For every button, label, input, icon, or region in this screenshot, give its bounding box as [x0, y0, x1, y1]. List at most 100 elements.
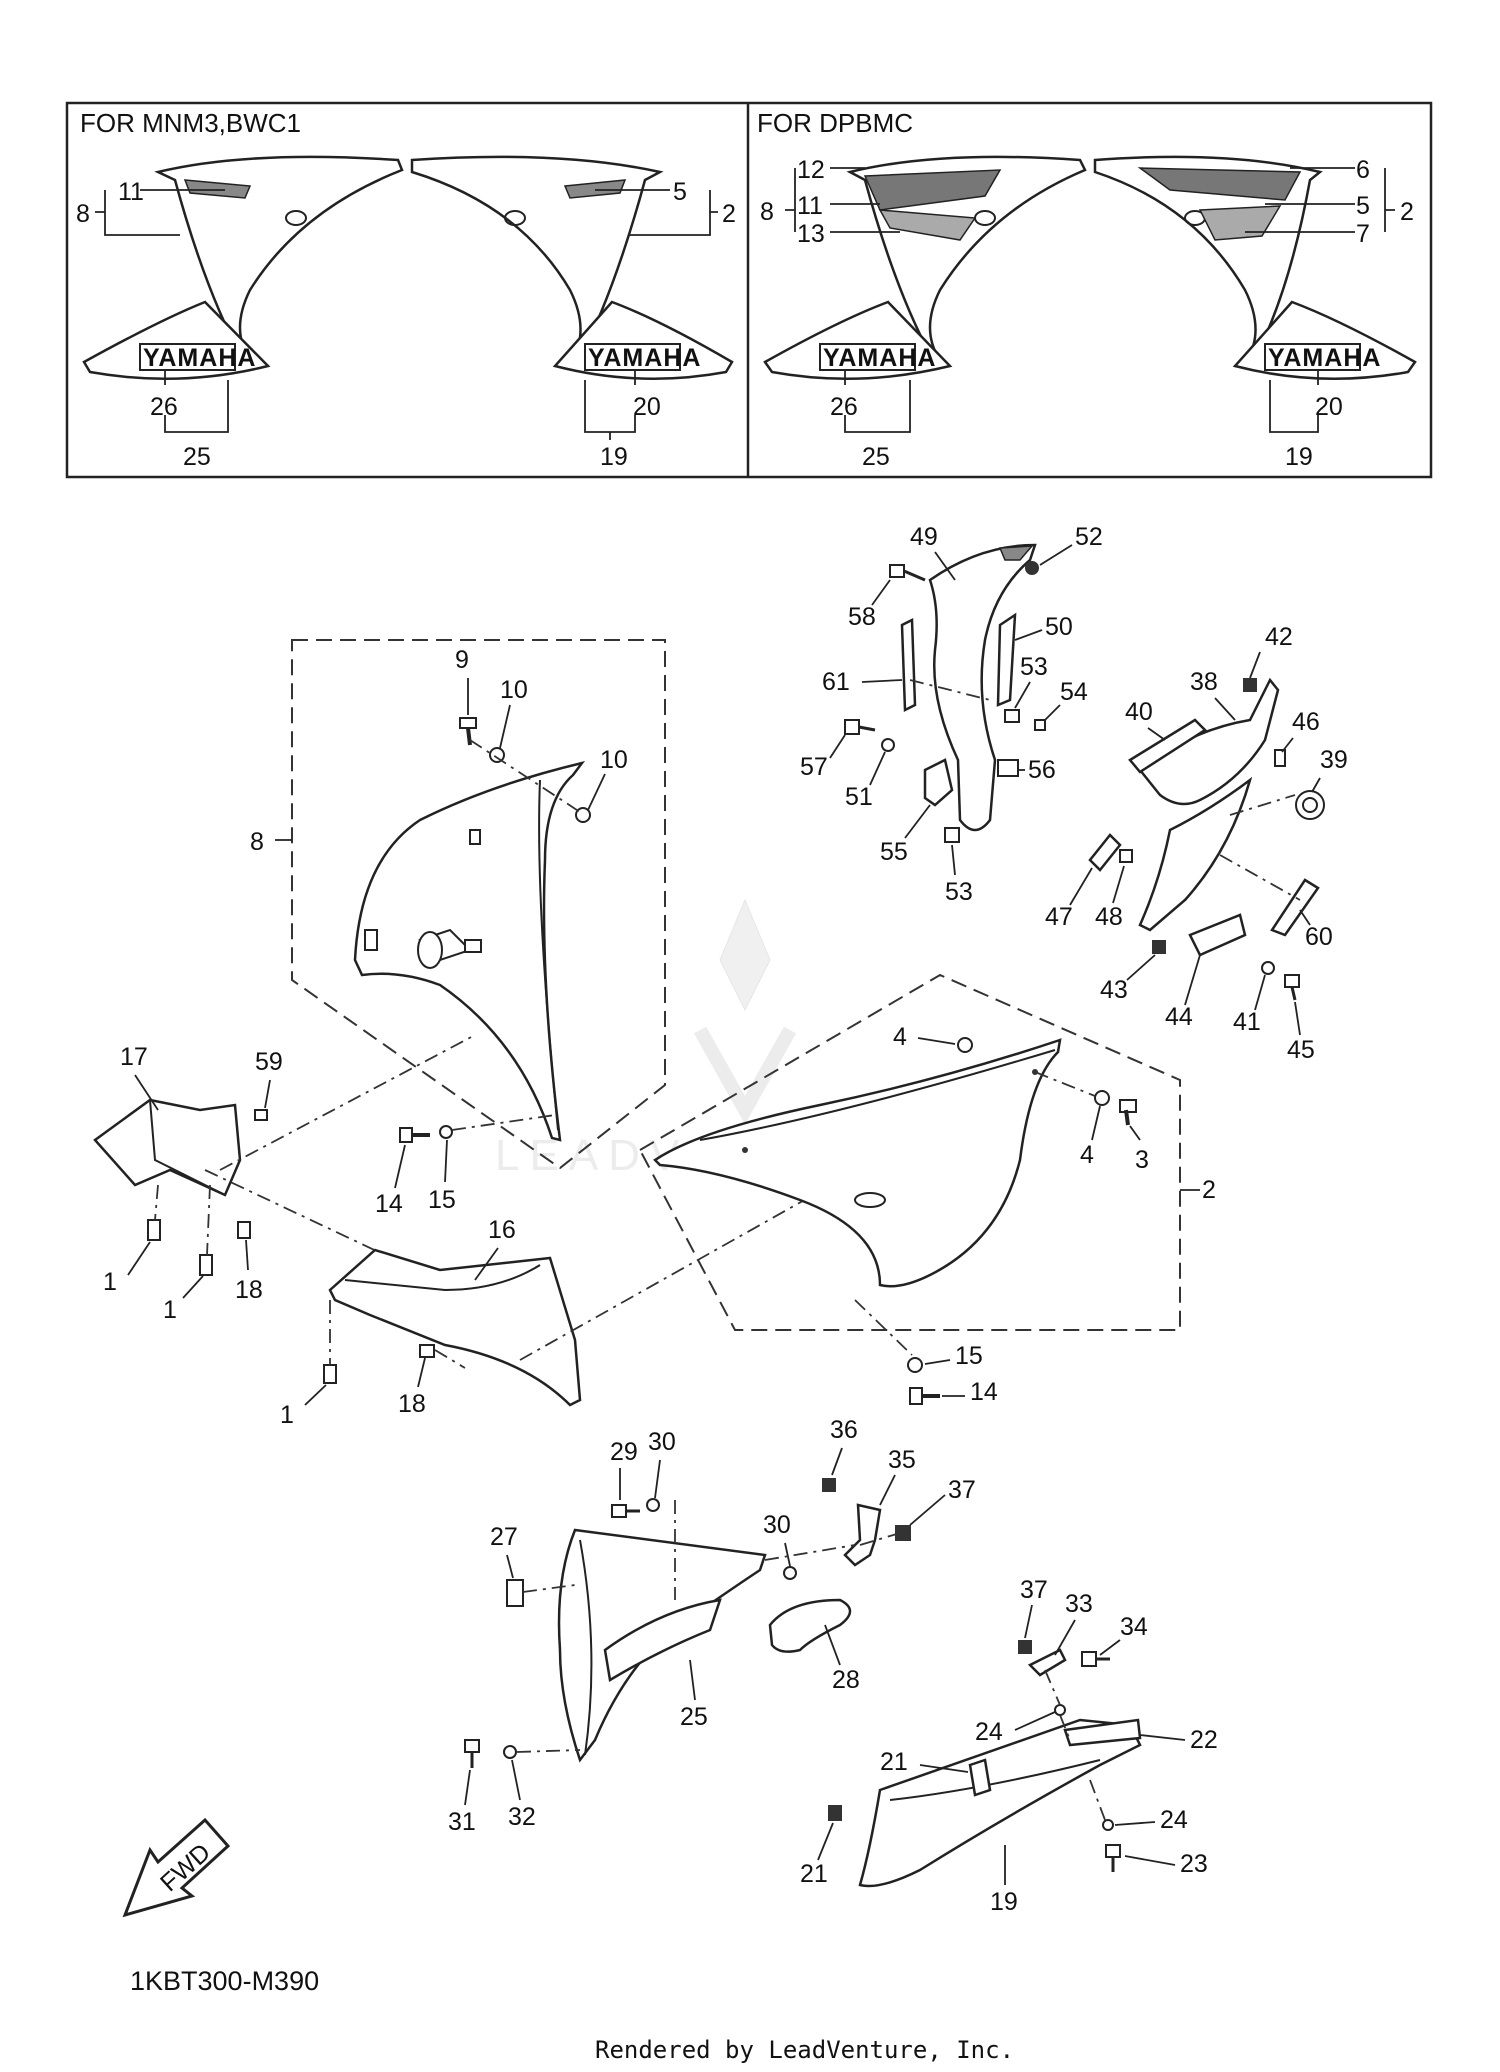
callout: 21	[800, 1860, 828, 1888]
callout: 8	[250, 828, 264, 856]
callout: 34	[1120, 1613, 1148, 1641]
callout: 14	[375, 1190, 403, 1218]
panel-right-title: FOR DPBMC	[757, 108, 913, 138]
panel-left-title: FOR MNM3,BWC1	[80, 108, 301, 138]
callout: 25	[680, 1703, 708, 1731]
callout: 17	[120, 1043, 148, 1071]
left-panel-fairing-l: YAMAHA	[82, 155, 404, 380]
logo-text-r2: YAMAHA	[1268, 344, 1381, 372]
callout: 15	[955, 1342, 983, 1370]
callout: 60	[1305, 923, 1333, 951]
callout: 35	[888, 1446, 916, 1474]
hardware-15-14-lower: 15 14	[854, 1299, 998, 1406]
callout: 8	[76, 200, 90, 228]
logo-text-r1: YAMAHA	[823, 344, 936, 372]
callout: 56	[1028, 756, 1056, 784]
callout: 7	[1356, 220, 1370, 248]
callout: 9	[455, 646, 469, 674]
callout: 42	[1265, 623, 1293, 651]
callout: 54	[1060, 678, 1088, 706]
callout: 24	[1160, 1806, 1188, 1834]
callout: 10	[500, 676, 528, 704]
callout: 13	[797, 220, 825, 248]
callout: 16	[488, 1216, 516, 1244]
callout: 29	[610, 1438, 638, 1466]
callout: 10	[600, 746, 628, 774]
part-bracket-35: 36 35 37 30	[763, 1416, 976, 1580]
hardware-4-3: 4 4 3	[893, 1023, 1149, 1174]
callout: 49	[910, 523, 938, 551]
callout: 20	[633, 393, 661, 421]
callout: 45	[1287, 1036, 1315, 1064]
callout: 5	[1356, 192, 1370, 220]
callout: 61	[822, 668, 850, 696]
part-side-cowl-left	[353, 760, 586, 1142]
callout: 50	[1045, 613, 1073, 641]
callout: 37	[1020, 1576, 1048, 1604]
callout: 53	[945, 878, 973, 906]
callout: 28	[832, 1666, 860, 1694]
part-bracket-17: 17 59	[93, 1043, 283, 1197]
callout: 19	[1285, 443, 1313, 471]
part-lower-cowl-25: 29 30 27 25 31 32	[448, 1428, 767, 1836]
callout: 2	[1400, 198, 1414, 226]
variant-panels: FOR MNM3,BWC1 FOR DPBMC YAMAHA YAMAHA	[65, 101, 1433, 479]
callout: 15	[428, 1186, 456, 1214]
callout: 32	[508, 1803, 536, 1831]
panel-left-callouts: 11 8 5 2 26 25 20 19	[76, 178, 736, 471]
callout: 26	[150, 393, 178, 421]
callout: 21	[880, 1748, 908, 1776]
callout: 30	[648, 1428, 676, 1456]
callout: 3	[1135, 1146, 1149, 1174]
part-cap-28: 28	[768, 1598, 860, 1694]
right-panel-fairing-r: YAMAHA	[1093, 155, 1417, 380]
callout: 6	[1356, 156, 1370, 184]
callout: 38	[1190, 668, 1218, 696]
callout: 23	[1180, 1850, 1208, 1878]
part-lower-19: 22 37 33 34 24 21 24 21 23	[800, 1576, 1218, 1916]
callout: 52	[1075, 523, 1103, 551]
callout: 2	[1202, 1176, 1216, 1204]
callout: 5	[673, 178, 687, 206]
callout: 25	[862, 443, 890, 471]
callout: 11	[118, 178, 144, 206]
callout: 25	[183, 443, 211, 471]
exploded-view: 8 9 10 10 17	[93, 523, 1348, 1996]
callout: 31	[448, 1808, 476, 1836]
drawing-code: 1KBT300-M390	[130, 1966, 319, 1996]
hardware-14-15-upper: 14 15	[375, 1114, 556, 1218]
logo-text-l1: YAMAHA	[143, 344, 256, 372]
callout: 20	[1315, 393, 1343, 421]
callout: 1	[103, 1268, 117, 1296]
callout: 2	[722, 200, 736, 228]
fwd-arrow-icon: FWD	[122, 1817, 231, 1918]
hardware-group-8: 9 10 10	[455, 646, 628, 823]
callout: 22	[1190, 1726, 1218, 1754]
callout: 12	[797, 156, 825, 184]
callout: 24	[975, 1718, 1003, 1746]
callout: 11	[797, 192, 823, 220]
callout: 19	[600, 443, 628, 471]
part-duct-49: 49 52 58 50 53 54 61 57 51	[800, 523, 1103, 906]
rendered-by-footer: Rendered by LeadVenture, Inc.	[595, 2036, 1014, 2064]
callout: 48	[1095, 903, 1123, 931]
callout: 36	[830, 1416, 858, 1444]
callout: 59	[255, 1048, 283, 1076]
callout: 39	[1320, 746, 1348, 774]
callout: 8	[760, 198, 774, 226]
callout: 57	[800, 753, 828, 781]
hardware-1-18: 1 1 18	[103, 1184, 263, 1324]
callout: 44	[1165, 1003, 1193, 1031]
callout: 4	[893, 1023, 907, 1051]
callout: 51	[845, 783, 873, 811]
callout: 18	[235, 1276, 263, 1304]
right-panel-fairing-l: YAMAHA	[763, 155, 1087, 380]
part-inner-panel-16: 16	[328, 1216, 582, 1407]
callout: 14	[970, 1378, 998, 1406]
callout: 19	[990, 1888, 1018, 1916]
callout: 26	[830, 393, 858, 421]
callout: 1	[163, 1296, 177, 1324]
part-duct-38: 42 38 40 46 39 47 48 60 43	[1045, 623, 1348, 1064]
panel-right-callouts: 12 11 13 8 6 5 7 2 26 25 20 19	[760, 156, 1414, 471]
